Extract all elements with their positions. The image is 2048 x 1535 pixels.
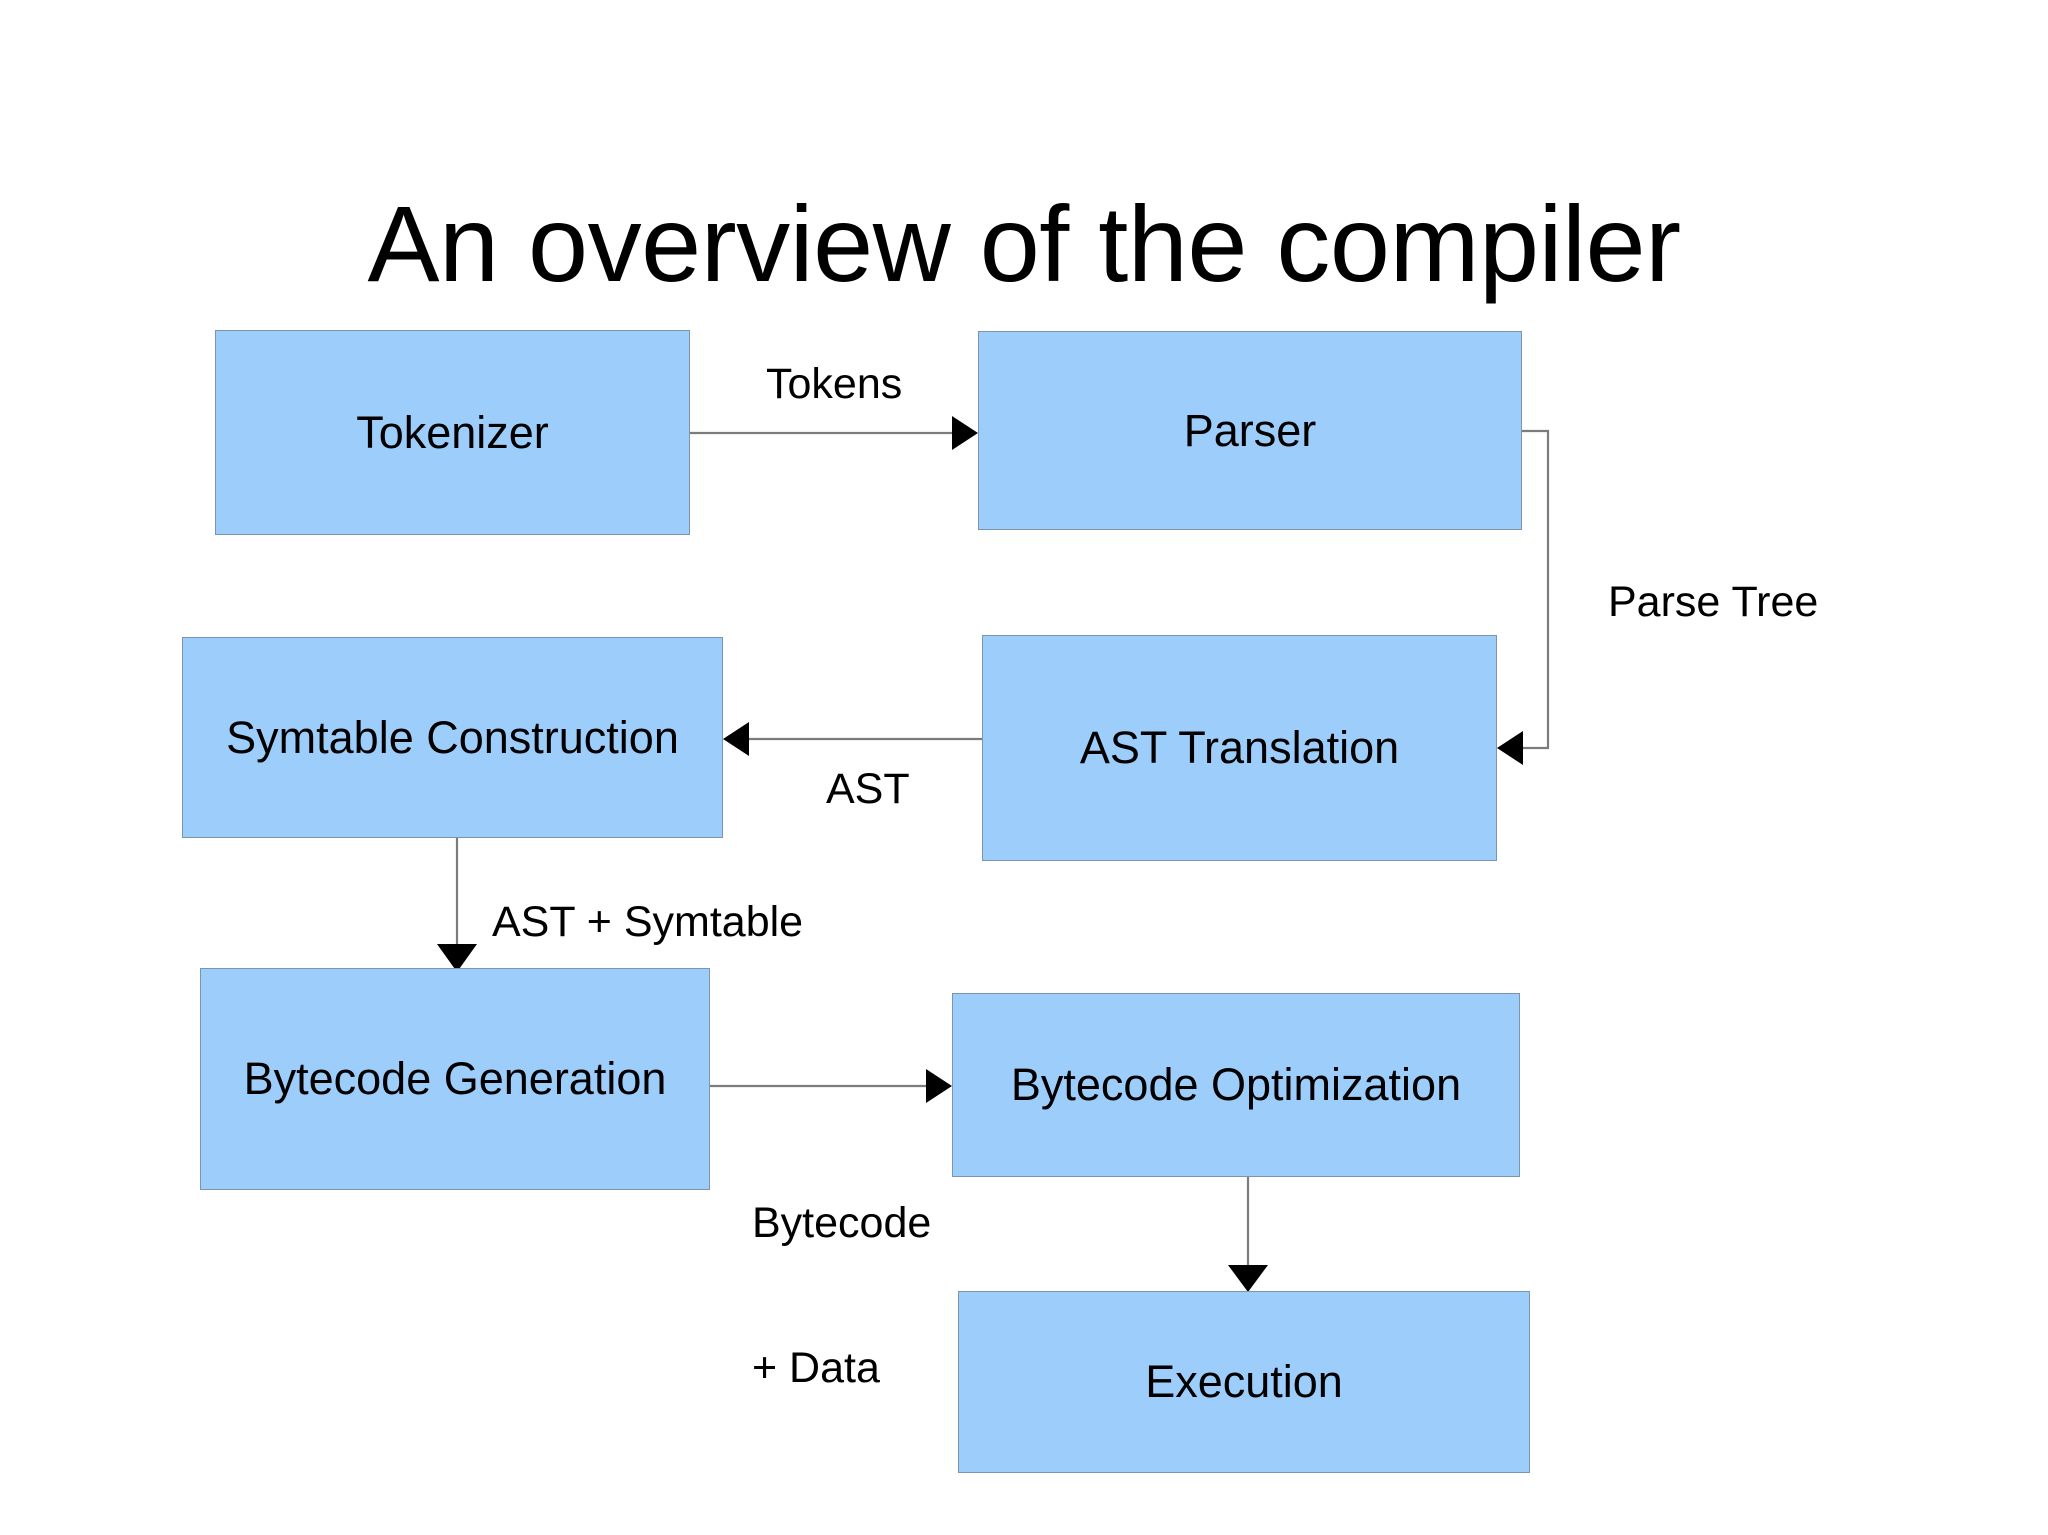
node-bytecode-optimization-label: Bytecode Optimization: [1010, 1059, 1462, 1111]
edge-label-bytecode-plus-data: Bytecode + Data: [752, 1103, 931, 1488]
edge-label-bytecode-line2: + Data: [752, 1343, 880, 1392]
node-tokenizer-label: Tokenizer: [356, 406, 549, 458]
edge-label-tokens: Tokens: [766, 360, 903, 408]
node-bytecode-generation-label: Bytecode Generation: [243, 1053, 667, 1105]
edge-symtable-to-bytecode-generation: [437, 838, 477, 972]
edge-bytecode-generation-to-optimization: [710, 1069, 952, 1103]
node-tokenizer[interactable]: Tokenizer: [215, 330, 690, 535]
node-parser-label: Parser: [1183, 404, 1317, 456]
node-ast-translation[interactable]: AST Translation: [982, 635, 1497, 861]
edge-label-bytecode-line1: Bytecode: [752, 1199, 932, 1248]
edge-ast-translation-to-symtable: [723, 722, 982, 756]
node-bytecode-generation[interactable]: Bytecode Generation: [200, 968, 710, 1190]
node-bytecode-optimization[interactable]: Bytecode Optimization: [952, 993, 1520, 1177]
node-execution-label: Execution: [1145, 1356, 1343, 1408]
node-symtable-construction[interactable]: Symtable Construction: [182, 637, 723, 838]
node-parser[interactable]: Parser: [978, 331, 1522, 530]
edge-label-ast-plus-symtable: AST + Symtable: [492, 898, 804, 946]
node-symtable-construction-label: Symtable Construction: [226, 711, 679, 763]
edge-label-ast: AST: [826, 765, 910, 813]
edge-optimization-to-execution: [1228, 1177, 1268, 1292]
node-ast-translation-label: AST Translation: [1079, 722, 1400, 774]
edge-label-parse-tree: Parse Tree: [1608, 578, 1819, 626]
edge-tokenizer-to-parser: [690, 416, 978, 450]
page-title: An overview of the compiler: [367, 183, 1681, 305]
node-execution[interactable]: Execution: [958, 1291, 1530, 1473]
